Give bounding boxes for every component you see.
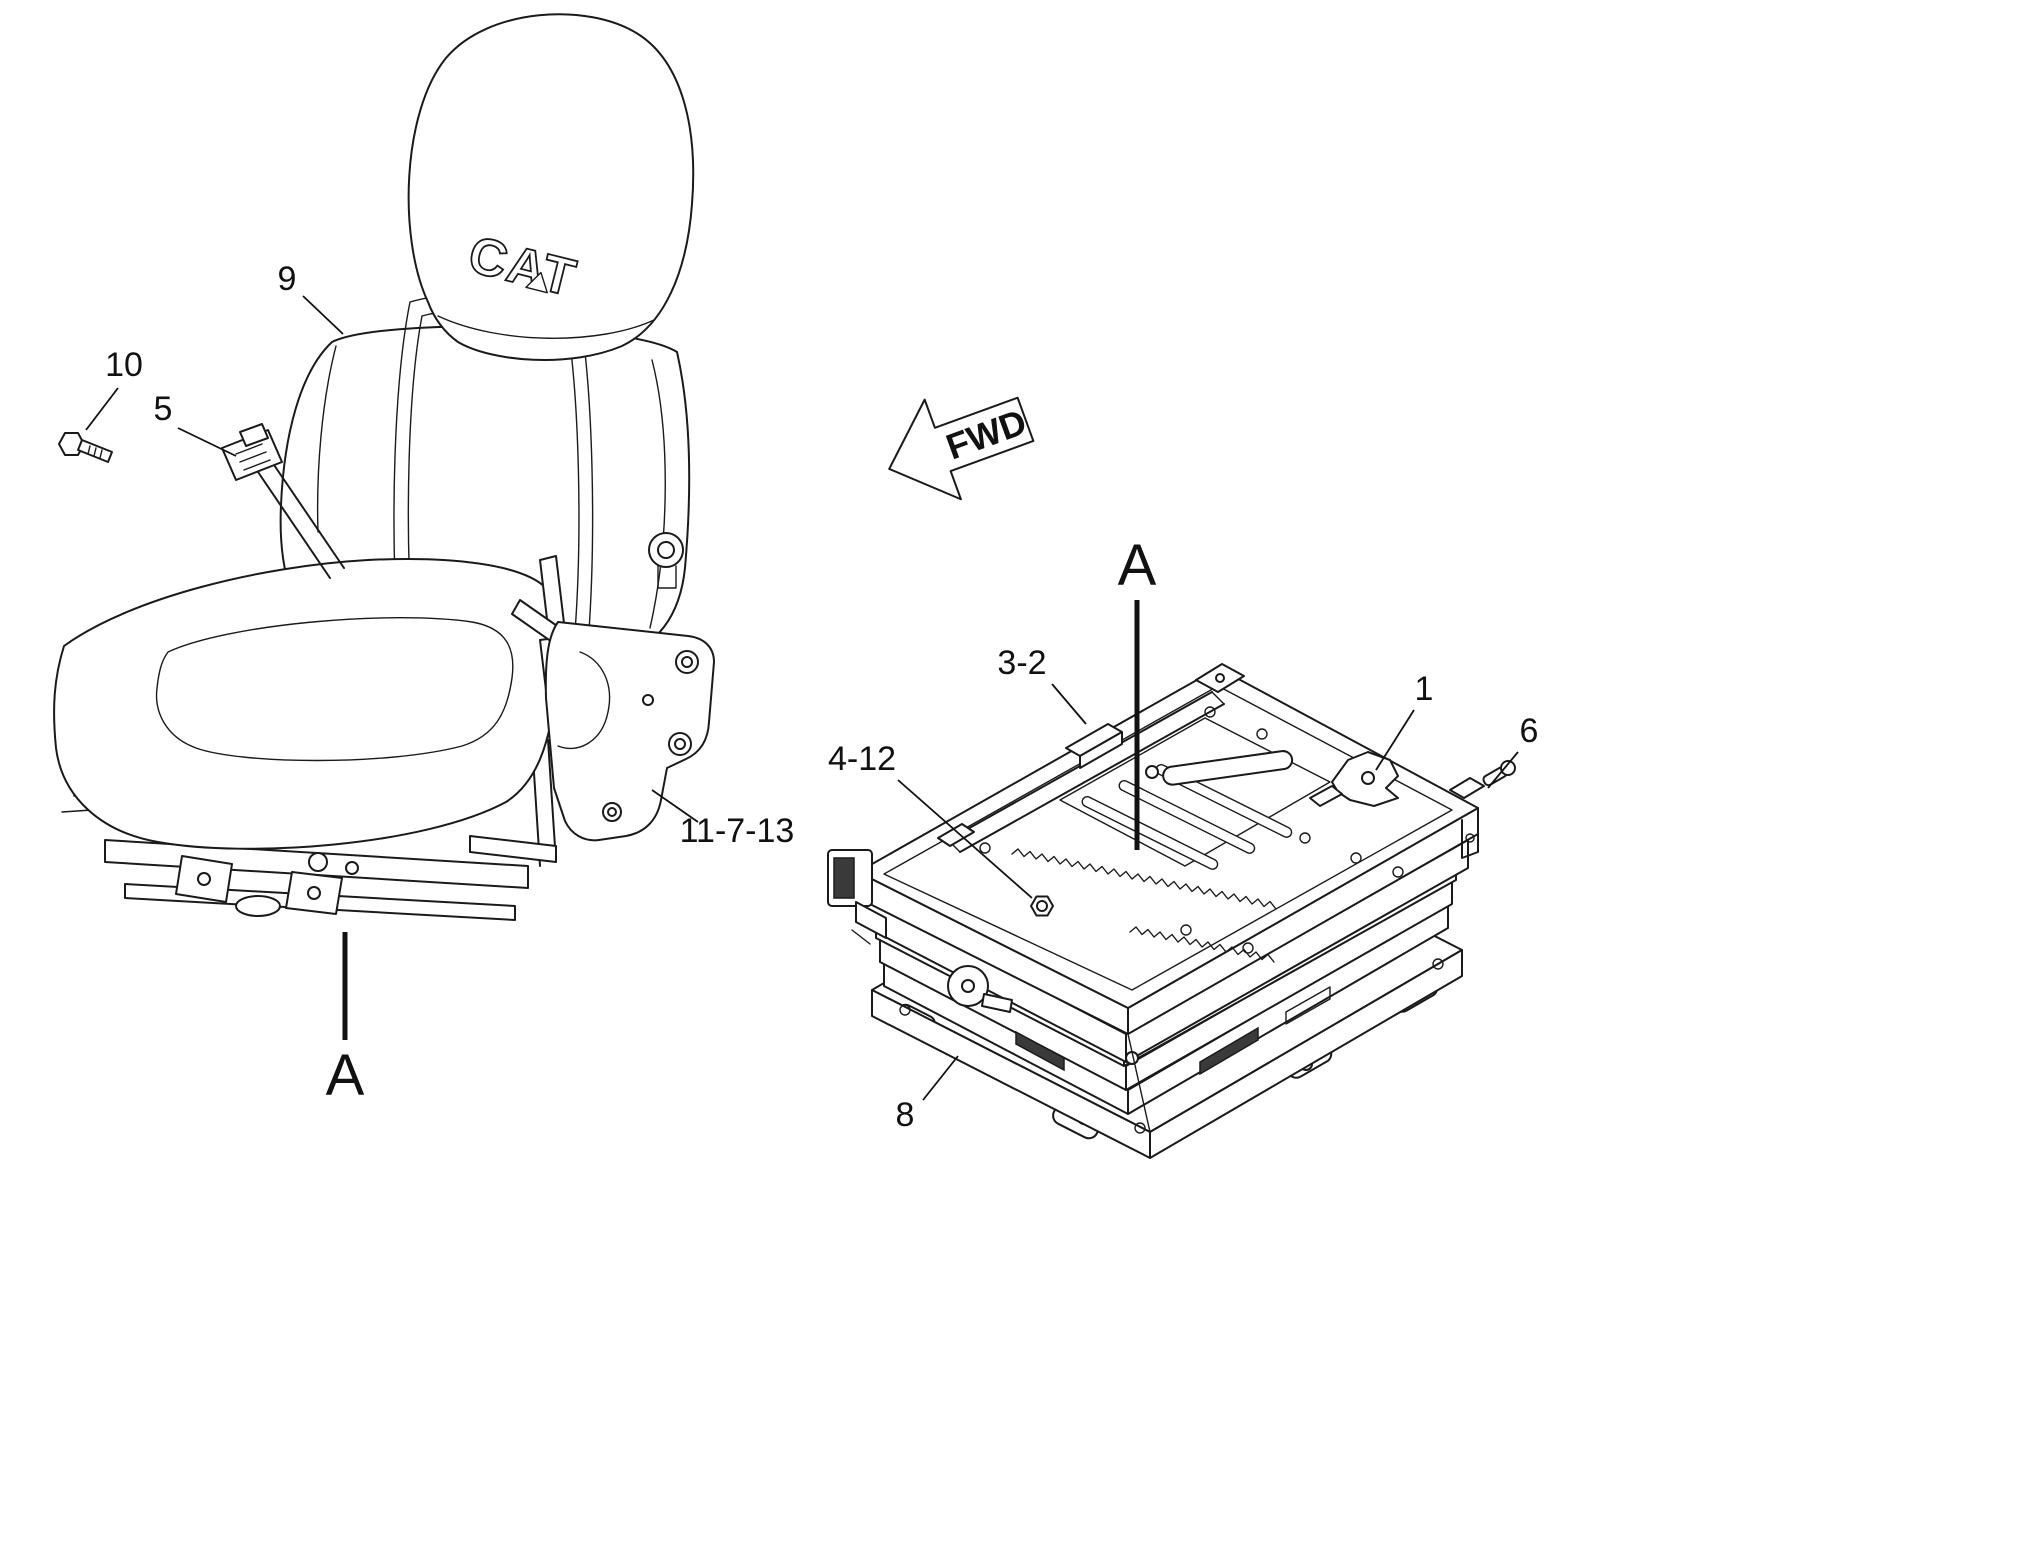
- callout-1: 1: [1415, 670, 1434, 708]
- leader-1: [1375, 709, 1415, 771]
- mounting-bracket: [511, 599, 715, 842]
- callout-5: 5: [154, 390, 173, 428]
- leader-3-2: [1051, 683, 1087, 725]
- bolt: [58, 432, 113, 463]
- connector-box: [827, 849, 887, 945]
- leader-5: [177, 427, 237, 457]
- seat-callouts: 9 10 5 11-7-13 A: [85, 260, 795, 1108]
- cat-logo-triangle: [525, 271, 548, 294]
- seat-headrest: [407, 13, 695, 361]
- frame-label-right: [1199, 1026, 1259, 1076]
- adjuster-rack: [1011, 848, 1277, 963]
- plate-holes: [979, 706, 1404, 954]
- callout-8: 8: [896, 1096, 915, 1134]
- leader-10: [85, 387, 119, 431]
- suspension-callouts: 3-2 4-12 1 6 8 A: [828, 533, 1538, 1134]
- callout-6: 6: [1520, 712, 1539, 750]
- seat-assembly-view: CAT: [53, 13, 795, 1108]
- callout-3-2: 3-2: [997, 644, 1046, 682]
- callout-4-12: 4-12: [828, 740, 896, 778]
- side-plate: [1461, 809, 1479, 859]
- slide-rail: [937, 691, 1225, 853]
- recline-knob: [648, 532, 684, 589]
- leader-4-12: [897, 779, 1033, 899]
- callout-11-7-13: 11-7-13: [680, 812, 795, 850]
- leader-8: [922, 1055, 959, 1101]
- leader-11-7-13: [651, 789, 699, 823]
- callout-9: 9: [278, 260, 297, 298]
- fwd-arrow: FWD: [888, 396, 1035, 501]
- section-label-a-right: A: [1118, 533, 1157, 598]
- suspension-assembly-view: 3-2 4-12 1 6 8 A: [827, 533, 1538, 1159]
- section-label-a-left: A: [326, 1043, 365, 1108]
- frame-label-left: [1015, 1030, 1065, 1072]
- suspension-top-plate: [857, 663, 1516, 1133]
- frame-latch: [947, 965, 1013, 1013]
- fwd-arrow-shape: [888, 396, 1035, 501]
- leader-6: [1487, 751, 1519, 789]
- latch-bracket: [1309, 751, 1399, 807]
- leader-9: [302, 295, 344, 335]
- mount-bolt: [1030, 895, 1054, 917]
- top-corner-fitting: [1195, 663, 1245, 693]
- actuator-cylinder: [1145, 750, 1294, 786]
- callout-10: 10: [105, 346, 143, 384]
- seat-cushion: [53, 558, 561, 850]
